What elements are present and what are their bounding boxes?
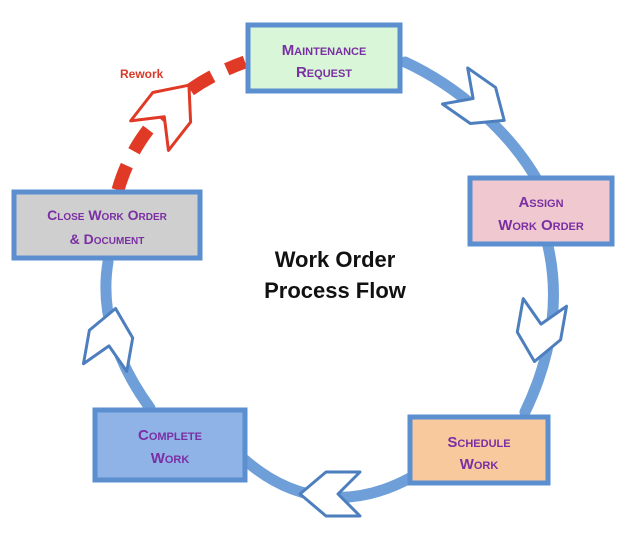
step-label-line-2: Work (460, 456, 499, 473)
step-box (92, 407, 248, 483)
step-schedule-work: Schedule Work (407, 414, 551, 486)
step-label-line-2: & Document (70, 231, 145, 247)
step-box (407, 414, 551, 486)
rework-label: Rework (120, 67, 164, 81)
step-box (11, 189, 203, 261)
title-line-2: Process Flow (264, 278, 407, 303)
chevron-arrow-to-complete (298, 470, 362, 518)
step-label-line-1: Schedule (447, 434, 510, 451)
step-label-line-2: Request (296, 64, 352, 81)
diagram-title: Work Order Process Flow (264, 247, 407, 303)
step-assign-work-order: Assign Work Order (467, 175, 615, 247)
step-box (467, 175, 615, 247)
chevron-arrow-to-close (81, 306, 135, 373)
step-label-line-1: Maintenance (282, 42, 367, 59)
step-label-line-1: Close Work Order (47, 207, 168, 223)
chevron-arrow-to-assign (440, 66, 506, 125)
step-close-work-order: Close Work Order & Document (11, 189, 203, 261)
step-label-line-2: Work (151, 450, 190, 467)
step-box (245, 22, 403, 94)
step-complete-work: Complete Work (92, 407, 248, 483)
step-maintenance-request: Maintenance Request (245, 22, 403, 94)
chevron-arrow-rework (129, 83, 193, 152)
step-label-line-2: Work Order (498, 217, 584, 234)
step-label-line-1: Assign (518, 194, 563, 211)
step-label-line-1: Complete (138, 427, 202, 444)
title-line-1: Work Order (275, 247, 396, 272)
chevron-arrow-to-schedule (515, 297, 569, 364)
flow-arrows (81, 66, 569, 518)
